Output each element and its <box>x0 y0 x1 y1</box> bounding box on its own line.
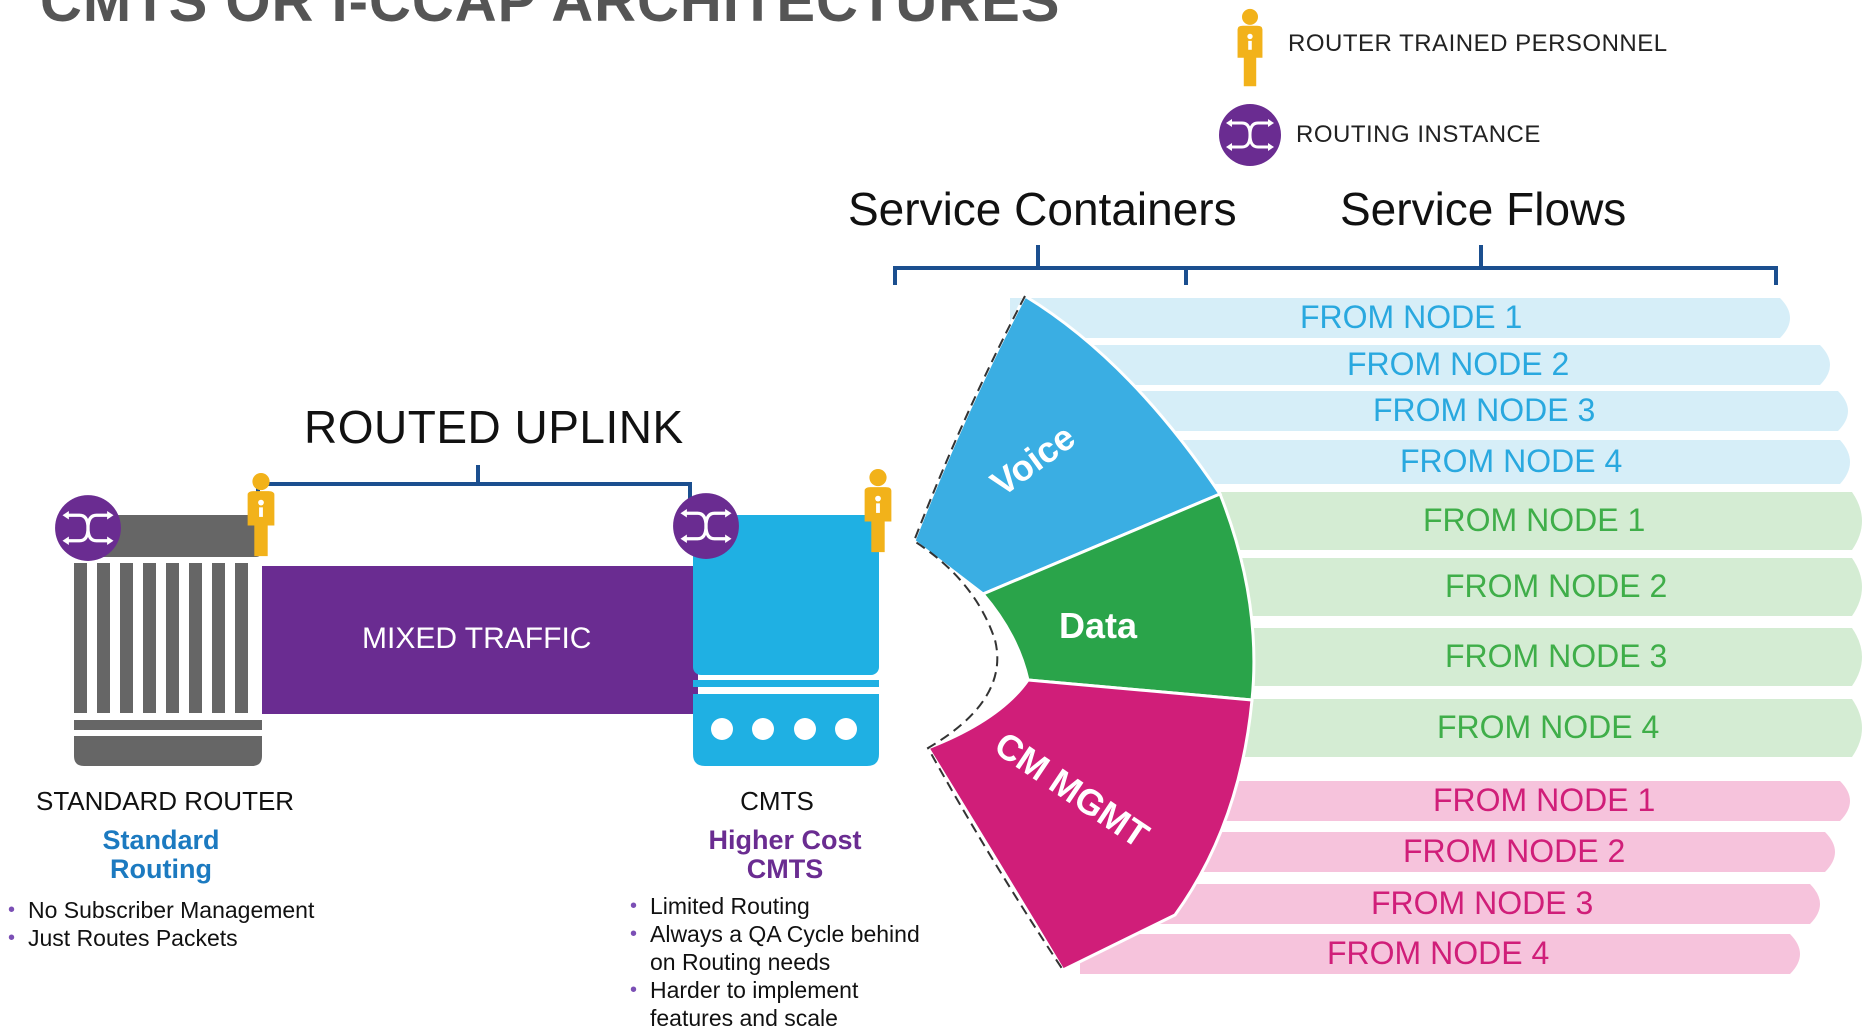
cmts-tag: Higher Cost CMTS <box>680 826 890 884</box>
flow-label-mgmt: FROM NODE 2 <box>1403 833 1626 869</box>
flows-bracket <box>1186 245 1778 285</box>
routing-legend-label: ROUTING INSTANCE <box>1296 121 1541 148</box>
mixed-traffic-pipe <box>258 566 698 714</box>
cmts-device <box>693 515 879 766</box>
cmts-name: CMTS <box>740 786 814 816</box>
uplink-bracket <box>256 465 692 500</box>
flow-band-data <box>1180 699 1862 757</box>
flow-label-data: FROM NODE 4 <box>1437 709 1660 745</box>
list-item: No Subscriber Management <box>2 896 314 924</box>
router-bullet-list: No Subscriber Management Just Routes Pac… <box>2 896 314 952</box>
standard-router-tag-line1: Standard <box>102 825 220 855</box>
routed-uplink-label: ROUTED UPLINK <box>304 401 684 453</box>
flow-label-voice: FROM NODE 2 <box>1347 346 1570 382</box>
flow-label-mgmt: FROM NODE 3 <box>1371 885 1594 921</box>
flow-label-voice: FROM NODE 1 <box>1300 299 1523 335</box>
containers-bracket <box>893 245 1188 285</box>
standard-router-device <box>74 515 262 766</box>
service-container-fan <box>912 293 1256 972</box>
flow-label-mgmt: FROM NODE 4 <box>1327 935 1550 971</box>
flow-label-mgmt: FROM NODE 1 <box>1433 782 1656 818</box>
standard-router-tag-line2: Routing <box>110 854 212 884</box>
flow-band-mgmt <box>1140 832 1835 872</box>
cmts-tag-line2: CMTS <box>746 854 824 884</box>
fan-inner-edge <box>912 295 1064 971</box>
container-label-data: Data <box>1059 605 1138 646</box>
flow-label-voice: FROM NODE 4 <box>1400 443 1623 479</box>
flow-band-data <box>1140 492 1862 550</box>
flow-label-data: FROM NODE 2 <box>1445 568 1668 604</box>
container-data-sector <box>980 492 1256 702</box>
flow-band-data <box>1165 558 1862 616</box>
router-routing-icon <box>54 494 122 562</box>
cmts-routing-icon <box>672 492 740 560</box>
flow-band-voice <box>1070 391 1848 431</box>
service-flow-bands <box>1010 298 1862 974</box>
flow-label-data: FROM NODE 1 <box>1423 502 1646 538</box>
service-containers-heading: Service Containers <box>848 183 1237 235</box>
standard-router-name: STANDARD ROUTER <box>36 786 295 816</box>
container-cm-mgmt-sector <box>925 678 1254 972</box>
personnel-legend-label: ROUTER TRAINED PERSONNEL <box>1288 30 1668 57</box>
flow-band-mgmt <box>1165 781 1850 821</box>
standard-router-tag: Standard Routing <box>66 826 256 884</box>
routing-legend-icon <box>1218 103 1282 167</box>
flow-band-voice <box>1040 345 1830 385</box>
mixed-traffic-label: MIXED TRAFFIC <box>362 622 592 655</box>
flow-band-voice <box>1010 298 1790 338</box>
flow-band-data <box>1180 628 1862 686</box>
cmts-bullet-list: Limited Routing Always a QA Cycle behind… <box>624 892 934 1032</box>
flow-band-mgmt <box>1080 934 1800 974</box>
list-item: Limited Routing <box>624 892 934 920</box>
service-flows-heading: Service Flows <box>1340 183 1627 235</box>
flow-label-voice: FROM NODE 3 <box>1373 392 1596 428</box>
flow-band-mgmt <box>1110 884 1820 924</box>
list-item: Harder to implement features and scale <box>624 976 934 1032</box>
cmts-tag-line1: Higher Cost <box>708 825 862 855</box>
personnel-legend-icon <box>1237 8 1263 87</box>
list-item: Just Routes Packets <box>2 924 314 952</box>
page-title: CMTS OR I-CCAP ARCHITECTURES <box>40 0 1061 34</box>
flow-band-voice <box>1110 440 1850 484</box>
list-item: Always a QA Cycle behind on Routing need… <box>624 920 934 976</box>
flow-label-data: FROM NODE 3 <box>1445 638 1668 674</box>
